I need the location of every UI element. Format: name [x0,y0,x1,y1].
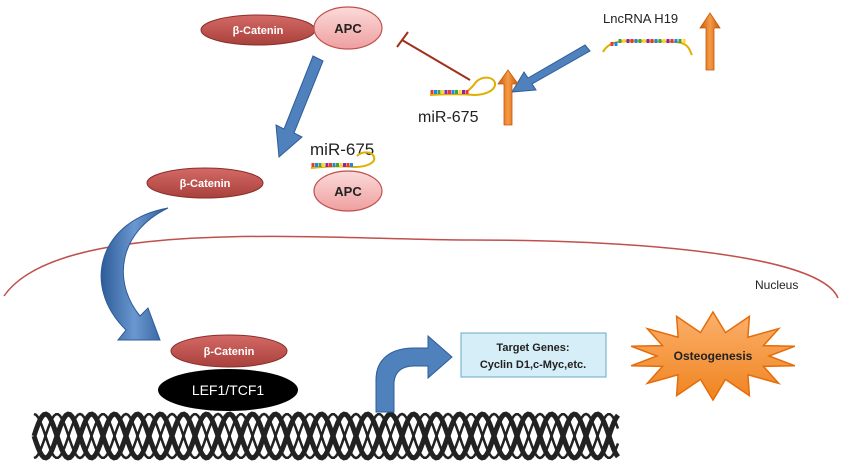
nucleotide-mark [311,163,315,167]
lncrna-label: LncRNA H19 [603,11,678,26]
nucleotide-mark [350,163,353,167]
apc-top [313,6,383,50]
nucleotide-mark [339,163,343,167]
nucleotide-mark [329,163,332,167]
mir-hairpin-upper [429,76,497,97]
mir-upper-label: miR-675 [418,109,479,126]
nucleotide-mark [332,163,336,167]
nucleotide-mark [610,42,614,46]
nucleotide-mark [430,90,434,94]
mir-apc-complex: miR-675 APC [310,140,383,212]
nucleotide-mark [448,90,451,94]
nucleotide-mark [626,39,630,43]
apc-middle [313,170,383,212]
beta-catenin-top-label: β-Catenin [233,25,284,37]
nucleotide-mark [654,39,658,43]
nucleotide-mark [343,163,346,167]
arrow-catenin-into-nucleus [100,207,169,341]
catenin-apc-complex: β-Catenin APC [200,6,383,50]
nucleotide-mark [614,42,618,46]
mir-middle-label: miR-675 [310,140,374,159]
lncrna-h19: LncRNA H19 [602,11,721,71]
nucleotide-mark [465,90,469,94]
inhibition-line [396,31,471,81]
nucleotide-mark [318,163,322,167]
osteogenesis-burst [630,310,796,402]
mir-675-upper: miR-675 [418,69,519,126]
nucleotide-mark [458,90,462,94]
nucleotide-mark [630,39,634,43]
nucleotide-mark [634,39,638,43]
nucleotide-mark [638,39,642,43]
nucleotide-mark [670,39,674,43]
nucleotide-mark [462,90,465,94]
nucleotide-mark [441,90,444,94]
lef-tcf-complex [158,369,298,411]
arrow-apc-to-catenin [275,55,324,159]
apc-top-label: APC [334,21,362,36]
nucleotide-mark [642,39,646,43]
nucleotide-mark [315,163,318,167]
osteogenesis-label: Osteogenesis [674,349,753,363]
target-genes-box [460,332,607,378]
nucleotide-mark [662,39,666,43]
nucleotide-mark [455,90,458,94]
nucleotide-mark [618,39,622,43]
nucleotide-mark [325,163,329,167]
dna-strand [33,412,620,460]
nucleotide-mark [434,90,437,94]
nucleus-boundary [3,235,839,299]
nucleotide-mark [336,163,339,167]
nucleotide-mark [678,39,682,43]
nucleotide-mark [666,39,670,43]
transcription-arrow [375,334,453,413]
nucleotide-mark [346,163,350,167]
mir-up-arrow [497,69,519,126]
lncrna-up-arrow [699,12,721,71]
beta-catenin-nuclear [170,334,288,368]
nucleotide-mark [650,39,654,43]
arrow-lncrna-to-mir [511,44,591,93]
target-genes-title: Target Genes: [496,342,569,354]
dna-strand [33,412,620,460]
nucleotide-mark [322,163,325,167]
nucleus-label: Nucleus [755,278,798,292]
nucleotide-mark [658,39,662,43]
dna-double-helix [31,411,621,461]
beta-catenin-middle-label: β-Catenin [180,178,231,190]
beta-catenin-nuclear-label: β-Catenin [204,346,255,358]
target-genes-list: Cyclin D1,c-Myc,etc. [480,359,586,371]
nucleotide-mark [622,39,626,43]
beta-catenin-middle [146,167,264,199]
nucleotide-mark [646,39,650,43]
apc-middle-label: APC [334,184,362,199]
nucleotide-mark [451,90,455,94]
lef-tcf-label: LEF1/TCF1 [192,382,265,398]
nucleotide-mark [682,39,686,43]
nucleotide-mark [674,39,678,43]
nucleotide-mark [444,90,448,94]
nucleotide-mark [437,90,441,94]
